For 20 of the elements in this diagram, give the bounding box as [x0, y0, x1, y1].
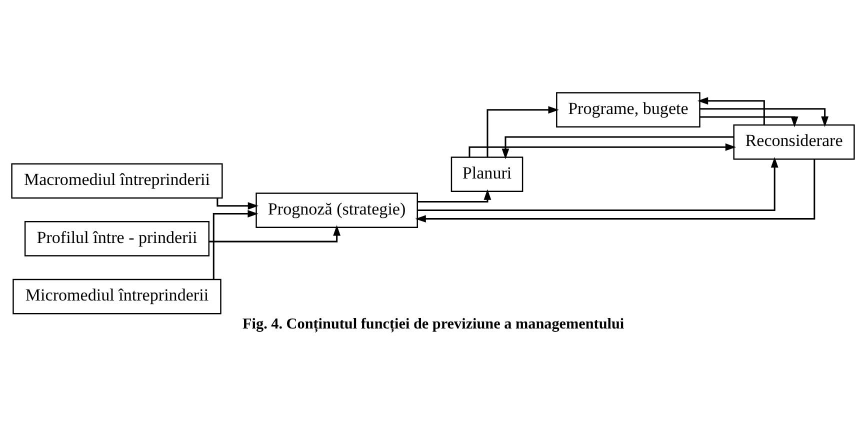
arrow — [216, 197, 258, 210]
node-box: Reconsiderare — [733, 124, 855, 160]
node-box: Prognoză (strategie) — [256, 192, 418, 228]
arrow — [700, 108, 829, 126]
arrow — [468, 142, 736, 156]
arrow — [697, 96, 765, 124]
node-box: Planuri — [450, 156, 524, 192]
caption: Fig. 4. Conținutul funcției de previziune a managementului — [242, 315, 624, 332]
node-box: Micromediul întreprinderii — [12, 278, 222, 314]
node-box: Profilul între - prinderii — [24, 220, 210, 256]
arrow — [415, 158, 816, 222]
node-box: Macromediul întreprinderii — [11, 162, 223, 198]
arrow — [208, 224, 341, 242]
node-box: Programe, bugete — [556, 92, 700, 128]
arrow — [700, 116, 798, 127]
arrow — [486, 106, 559, 157]
arrow — [417, 156, 778, 211]
arrow — [212, 210, 258, 279]
arrow — [417, 188, 492, 202]
arrow — [502, 136, 734, 159]
